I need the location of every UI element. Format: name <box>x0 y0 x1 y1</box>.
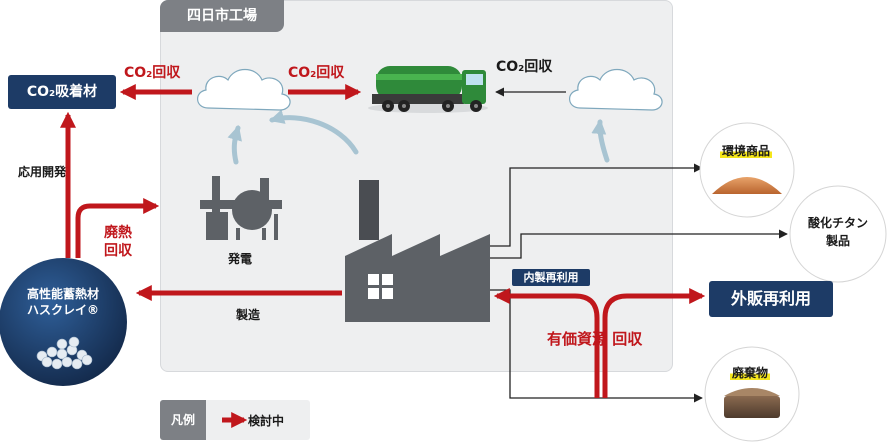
manufacturing-label: 製造 <box>236 308 261 322</box>
factory-icon <box>345 180 490 322</box>
co2-recovery-label-left: CO₂回収 <box>124 65 181 81</box>
waste-label: 廃棄物 <box>730 362 771 381</box>
heat-storage-material <box>0 258 127 386</box>
titanium-products-line2: 製品 <box>825 234 850 248</box>
titanium-products-node <box>789 185 887 283</box>
heat-storage-line2: ハスクレイ® <box>26 303 99 317</box>
heat-recovery-line2: 回収 <box>104 243 132 259</box>
env-products-label: 環境商品 <box>720 140 773 159</box>
external-sale-box: 外販再利用 <box>709 281 833 317</box>
env-products-image <box>699 122 795 218</box>
plant-title: 四日市工場 <box>160 0 284 32</box>
waste-image <box>704 346 800 442</box>
co2-recovery-arrows <box>59 83 362 302</box>
applied-development-label: 応用開発 <box>18 165 67 179</box>
co2-recovery-label-black: CO₂回収 <box>496 59 553 75</box>
env-products-text: 環境商品 <box>720 144 773 158</box>
heat-recovery-label: 廃熱 回収 <box>104 224 132 260</box>
co2-recovery-label-right: CO₂回収 <box>288 65 345 81</box>
cloud-icon <box>197 68 291 111</box>
waste-text: 廃棄物 <box>730 366 771 380</box>
internal-reuse-label: 内製再利用 <box>512 269 590 286</box>
titanium-products-line1: 酸化チタン <box>807 216 868 230</box>
co2-absorbent-box: CO₂吸着材 <box>8 75 116 109</box>
legend-key: 凡例 <box>160 400 206 440</box>
valuable-resource-label: 有価資源 回収 <box>547 330 643 348</box>
steam-arrows <box>227 109 610 165</box>
power-plant-icon <box>200 176 282 240</box>
resource-recovery-arrows <box>493 287 706 398</box>
titanium-products-label: 酸化チタン 製品 <box>800 214 876 250</box>
truck-icon <box>368 66 488 113</box>
legend-item-label: 検討中 <box>248 414 285 428</box>
heat-recovery-line1: 廃熱 <box>104 225 132 241</box>
power-generation-label: 発電 <box>228 252 253 266</box>
cloud-icon <box>569 68 663 111</box>
heat-storage-line1: 高性能蓄熱材 <box>26 287 99 301</box>
heat-storage-label: 高性能蓄熱材 ハスクレイ® <box>14 286 112 318</box>
